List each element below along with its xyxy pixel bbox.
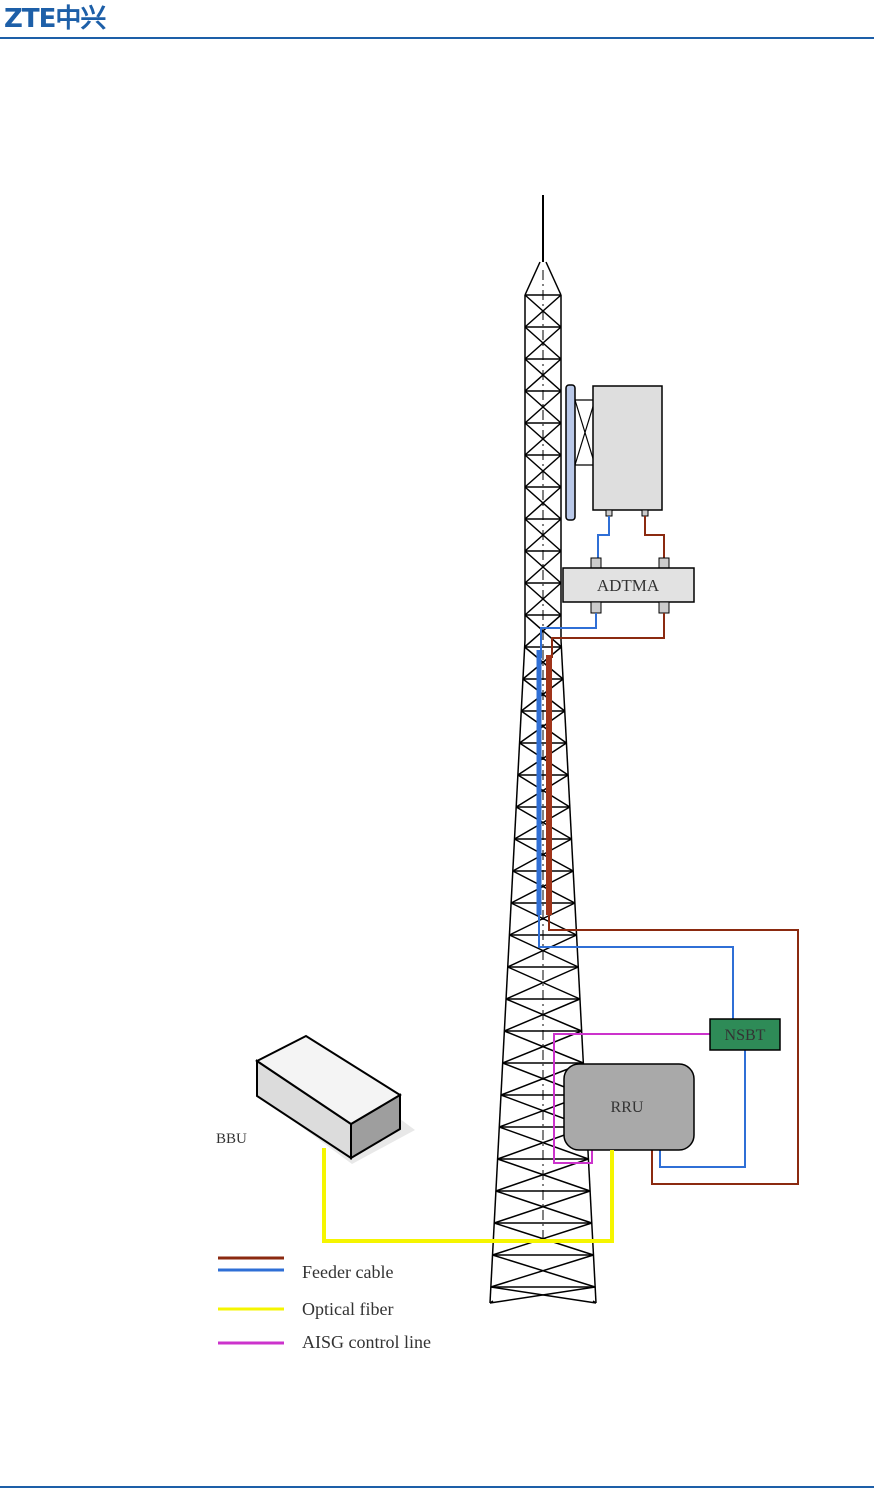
jumper-brown-lower (552, 613, 664, 658)
legend-label-optical: Optical fiber (302, 1299, 393, 1319)
adtma-label: ADTMA (597, 576, 660, 595)
bbu-box (257, 1036, 415, 1164)
nsbt-label: NSBT (725, 1027, 766, 1044)
legend-label-aisg: AISG control line (302, 1332, 431, 1352)
legend-label-feeder: Feeder cable (302, 1262, 393, 1282)
legend: Feeder cable Optical fiber AISG control … (218, 1258, 431, 1352)
jumper-brown-upper (645, 516, 664, 558)
rru-label: RRU (611, 1099, 644, 1116)
antenna (566, 385, 662, 520)
jumper-blue-upper (598, 516, 609, 558)
bbu-label: BBU (216, 1131, 247, 1147)
optical-fiber-cable (324, 1148, 612, 1241)
footer-rule (0, 1486, 874, 1488)
